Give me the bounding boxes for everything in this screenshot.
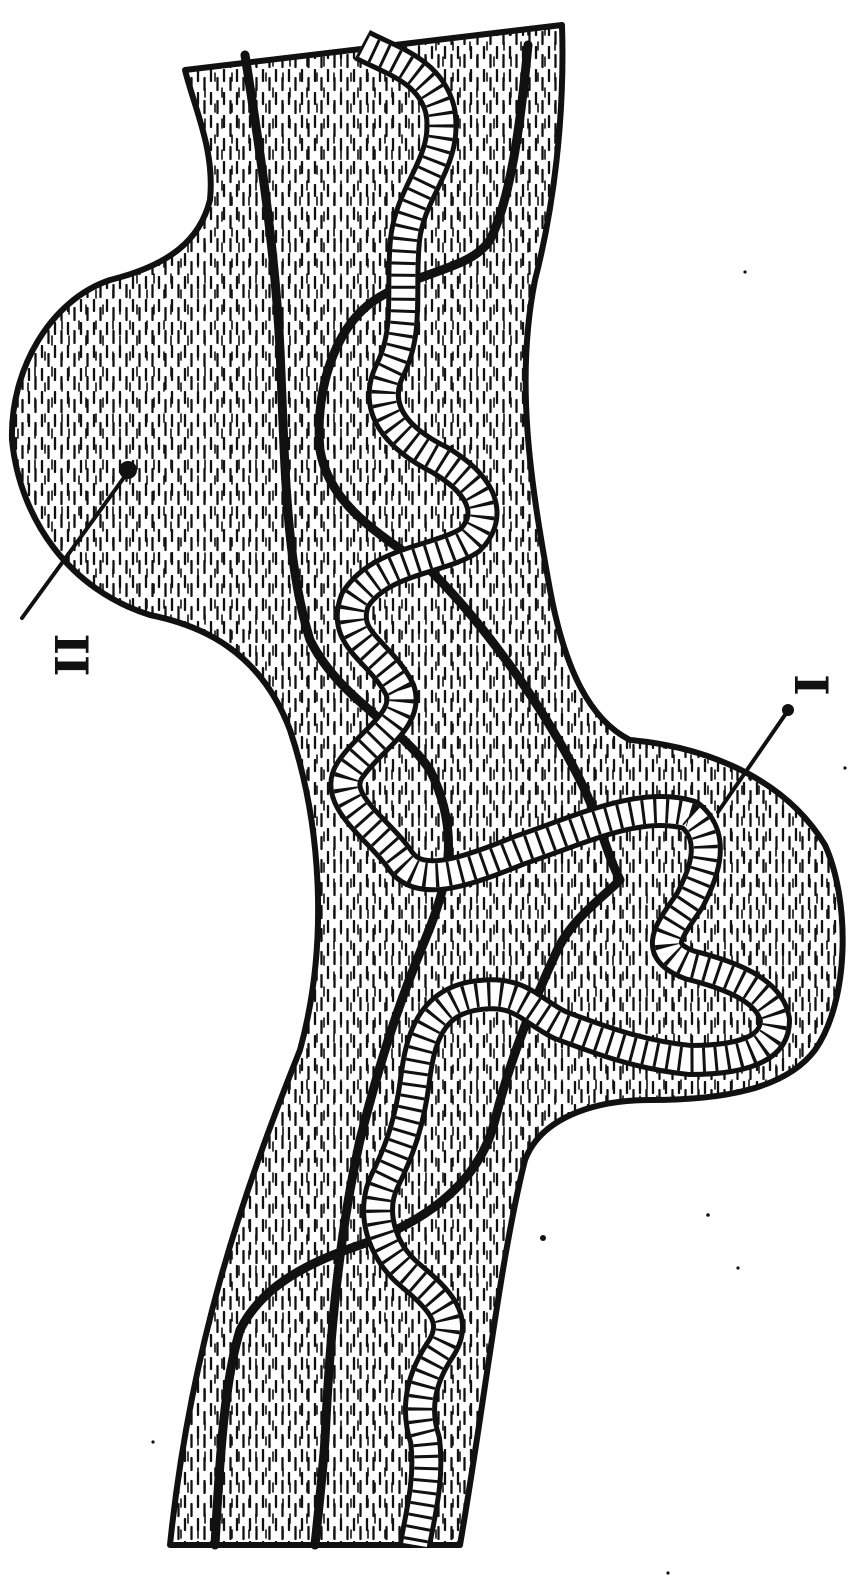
label-ii: II	[44, 633, 98, 676]
hatch-texture-overlay	[12, 25, 843, 1545]
label-i: I	[784, 674, 838, 696]
